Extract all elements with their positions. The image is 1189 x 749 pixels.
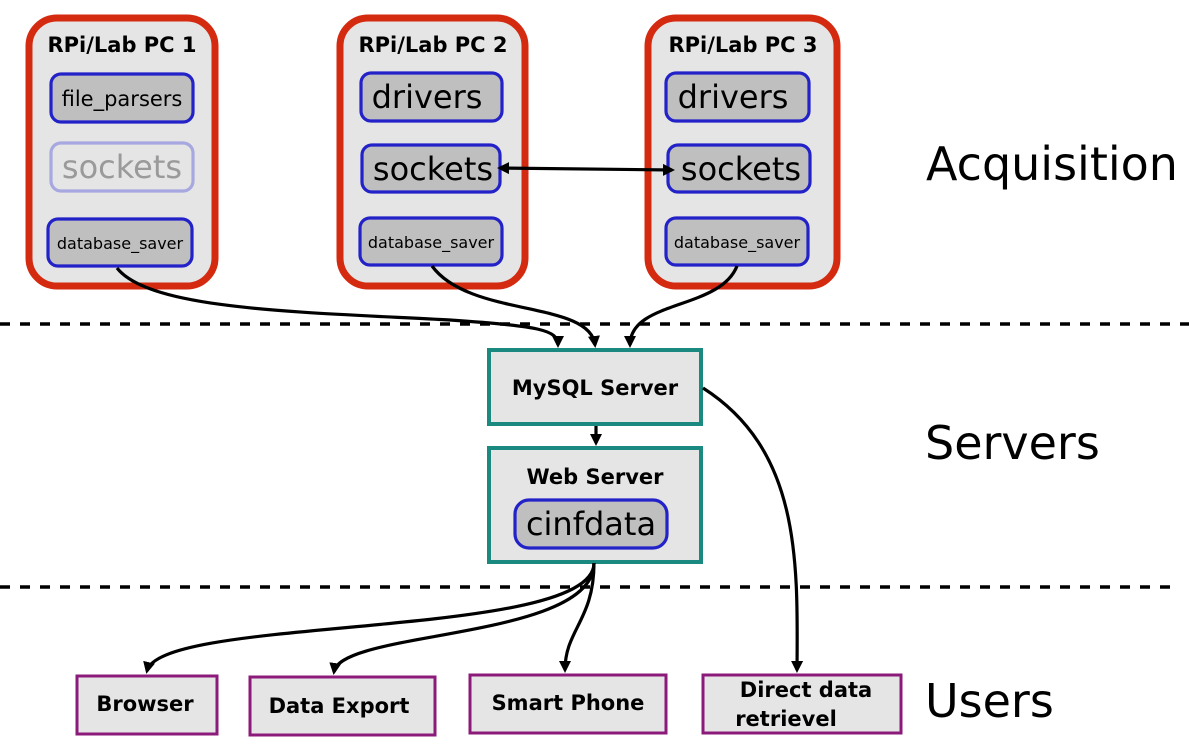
pc-2-database-saver-label: database_saver	[368, 233, 495, 253]
section-users-label: Users	[925, 674, 1054, 728]
pc-3: RPi/Lab PC 3 drivers sockets database_sa…	[644, 14, 841, 290]
arrow-web-to-phone	[559, 562, 596, 673]
mysql-server: MySQL Server	[487, 348, 703, 426]
mysql-server-label: MySQL Server	[512, 376, 679, 400]
pc-1-sockets-label: sockets	[62, 148, 182, 186]
arrow-pc1-to-mysql	[115, 267, 564, 348]
pc-2: RPi/Lab PC 2 drivers sockets database_sa…	[336, 14, 529, 290]
pc-1-database-saver-label: database_saver	[57, 234, 184, 254]
pc-3-sockets-label: sockets	[681, 150, 801, 188]
arrow-web-to-export	[329, 562, 596, 675]
user-smart-phone: Smart Phone	[468, 673, 668, 735]
pc-3-drivers-label: drivers	[678, 78, 789, 116]
pc-2-drivers-label: drivers	[372, 78, 483, 116]
arrow-web-to-browser	[143, 562, 596, 674]
web-server-label: Web Server	[526, 465, 664, 489]
direct-data-line1: Direct data	[740, 678, 872, 702]
pc-1-title: RPi/Lab PC 1	[47, 33, 196, 57]
arrow-pc3-to-mysql	[624, 265, 739, 348]
pc-1-database-saver-module	[46, 217, 194, 268]
user-data-export: Data Export	[248, 675, 437, 737]
pc-1-file-parsers-module	[49, 72, 195, 124]
pc-3-database-saver-module	[664, 216, 810, 267]
pc-1: RPi/Lab PC 1 file_parsers sockets databa…	[25, 14, 219, 290]
direct-data-line2: retrievel	[735, 707, 837, 731]
smart-phone-label: Smart Phone	[492, 691, 645, 715]
pc-3-title: RPi/Lab PC 3	[668, 33, 817, 57]
pc-1-file-parsers-label: file_parsers	[62, 87, 183, 112]
cinfdata-label: cinfdata	[526, 505, 656, 543]
arrow-mysql-to-direct	[702, 386, 804, 673]
pc-3-database-saver-label: database_saver	[674, 233, 801, 253]
pc-3-drivers-module	[664, 71, 811, 123]
arrow-pc2-to-mysql	[430, 265, 600, 348]
pc-2-drivers-module	[359, 71, 504, 123]
section-servers-label: Servers	[925, 416, 1100, 470]
data-export-label: Data Export	[269, 694, 410, 718]
cinfdata-module	[513, 498, 669, 550]
pc-2-title: RPi/Lab PC 2	[358, 33, 507, 57]
user-browser: Browser	[75, 674, 219, 736]
browser-label: Browser	[96, 692, 194, 716]
web-server: Web Server cinfdata	[487, 446, 703, 564]
user-direct-data-retrieval: Direct data retrievel	[701, 673, 903, 735]
pc-2-database-saver-module	[358, 216, 504, 267]
arrow-sockets-bidirectional	[497, 162, 675, 176]
pc-2-sockets-label: sockets	[373, 150, 493, 188]
section-acquisition-label: Acquisition	[926, 137, 1178, 191]
pc-1-sockets-module	[49, 141, 195, 193]
